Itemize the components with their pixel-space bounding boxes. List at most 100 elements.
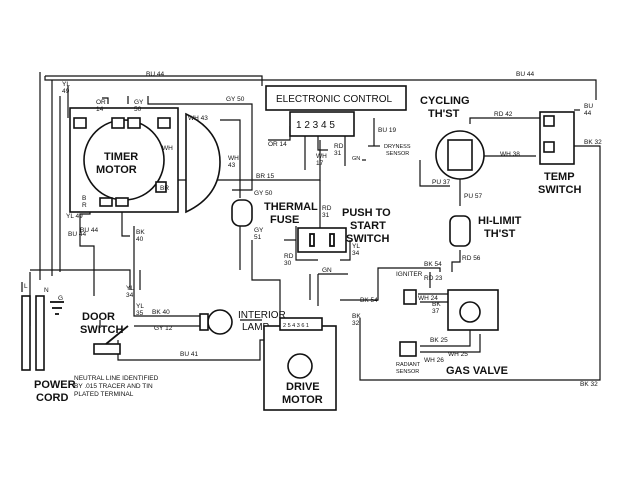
power-cord: L N G POWER CORD [21,283,76,404]
temp-switch-terminal-2 [543,141,555,153]
drive-motor-connector [279,317,323,331]
wire-bk40-b: 40 [136,236,144,243]
wire-bk25: BK 25 [430,337,448,344]
wire-wh24: WH 24 [418,295,438,302]
wire-yl49-bot: YL 49 [66,213,83,220]
radiant-sensor-label-1: RADIANT [396,362,421,368]
wire-wh38: WH 38 [500,151,520,158]
cycling-thermostat-label-1: CYCLING [420,95,470,107]
timer-cam [185,112,221,214]
wire-rd42: RD 42 [494,111,513,118]
radiant-sensor-label-2: SENSOR [396,369,419,375]
power-cord-prong-2 [35,295,45,371]
wire-bu44-ts-a: BU [584,103,593,110]
wire-or14-ec: OR 14 [268,141,287,148]
wire-br: BR [160,185,169,192]
wire-labels: BU 44 BU 44 YL 49 GY 50 OR 14 GY 50 WH 4… [62,71,602,388]
gn-label: GN [352,156,360,162]
gas-valve-coil [459,301,481,323]
wire-rd31-b: 31 [334,150,342,157]
igniter-label: IGNITER [396,271,423,278]
wire-br15: BR 15 [256,173,274,180]
power-cord-label-1: POWER [34,379,76,391]
wire-gy50-top: GY 50 [226,96,245,103]
temp-switch-label-2: SWITCH [538,184,581,196]
wire-wh: WH [162,145,173,152]
igniter-plug [403,289,417,305]
wire-wh43-c: 43 [228,162,236,169]
hi-limit-thermostat: HI-LIMIT TH'ST [449,215,522,247]
wire-yl49-b: 49 [62,88,70,95]
wire-wh25: WH 25 [448,351,468,358]
timer-motor: TIMER MOTOR [69,107,221,214]
wire-pu57: PU 57 [464,193,482,200]
thermal-fuse: THERMAL FUSE [231,199,318,227]
wire-pu37: PU 37 [432,179,450,186]
wire-bk37-b: 37 [432,308,440,315]
wire-yl34-dm-a: YL [126,285,134,292]
drive-motor-shaft [287,353,313,379]
push-to-start-label-1: PUSH TO [342,207,391,219]
wire-bk32-ts: BK 32 [584,139,602,146]
wire-wh43-a: WH 43 [188,115,208,122]
wire-wh17-a: WH [316,153,327,160]
radiant-sensor-body [399,341,417,357]
cycling-thermostat-core [447,139,473,171]
door-switch-label-2: SWITCH [80,324,123,336]
door-switch-label-1: DOOR [82,311,115,323]
wire-or14-b: 14 [96,106,104,113]
neutral-note-line-3: PLATED TERMINAL [74,391,134,398]
neutral-note: NEUTRAL LINE IDENTIFIED BY .015 TRACER A… [74,375,159,398]
interior-lamp-label-2: LAMP [242,322,270,333]
wire-rd31-ps-b: 31 [322,212,330,219]
wire-bu44-top: BU 44 [146,71,164,78]
cycling-thermostat-label-2: TH'ST [428,108,460,120]
cycling-thermostat: CYCLING TH'ST [420,95,485,180]
wire-gy50-tf: GY 50 [254,190,273,197]
interior-lamp-bulb [207,309,233,335]
drive-motor: 2 5 4 3 6 1 DRIVE MOTOR [263,317,337,411]
wire-rd31-ps-a: RD [322,205,332,212]
push-to-start-switch: PUSH TO START SWITCH [297,207,391,253]
wire-yl34-b: 34 [352,250,360,257]
power-cord-g-label: G [58,295,63,302]
wire-gy51-a: GY [254,227,264,234]
push-to-start-label-3: SWITCH [346,233,389,245]
wire-bu44-bot: BU 44 [80,227,98,234]
hi-limit-label-2: TH'ST [484,228,516,240]
door-switch: DOOR SWITCH [80,311,129,355]
push-to-start-label-2: START [350,220,386,232]
wire-yl49-a: YL [62,81,70,88]
wire-yl34-a: YL [352,243,360,250]
timer-terminal-6 [115,197,129,207]
wire-yl35-b: 35 [136,310,144,317]
power-cord-n-label: N [44,287,49,294]
hi-limit-thermostat-body [449,215,471,247]
temp-switch-label-1: TEMP [544,171,575,183]
wire-bk54-mid: BK 54 [360,297,378,304]
wire-bu44-ts-b: 44 [584,110,592,117]
gas-valve: GAS VALVE IGNITER RADIANT SENSOR [396,271,508,377]
dryness-sensor: DRYNESS SENSOR GN [352,144,411,162]
wire-gn-ps: GN [322,267,332,274]
push-to-start-contact-1 [309,233,315,247]
drive-motor-label-1: DRIVE [286,381,320,393]
timer-motor-label-2: MOTOR [96,164,137,176]
electronic-control-label: ELECTRONIC CONTROL [276,94,393,105]
wire-bk40-a: BK [136,229,145,236]
wire-bk32-b: 32 [352,320,360,327]
thermal-fuse-body [231,199,253,227]
timer-terminal-1 [73,117,87,129]
wire-gy12: GY 12 [154,325,173,332]
wire-br-b: R [82,202,87,209]
wire-bu19: BU 19 [378,127,396,134]
wire-wh43-b: WH [228,155,239,162]
wire-bu44-left: BU 44 [68,231,86,238]
drive-motor-pins: 2 5 4 3 6 1 [283,323,309,329]
electronic-control-connector [289,111,355,137]
temp-switch: TEMP SWITCH [538,111,581,196]
push-to-start-switch-body [297,227,347,253]
wire-yl34-dm-b: 34 [126,292,134,299]
wire-bu41: BU 41 [180,351,198,358]
